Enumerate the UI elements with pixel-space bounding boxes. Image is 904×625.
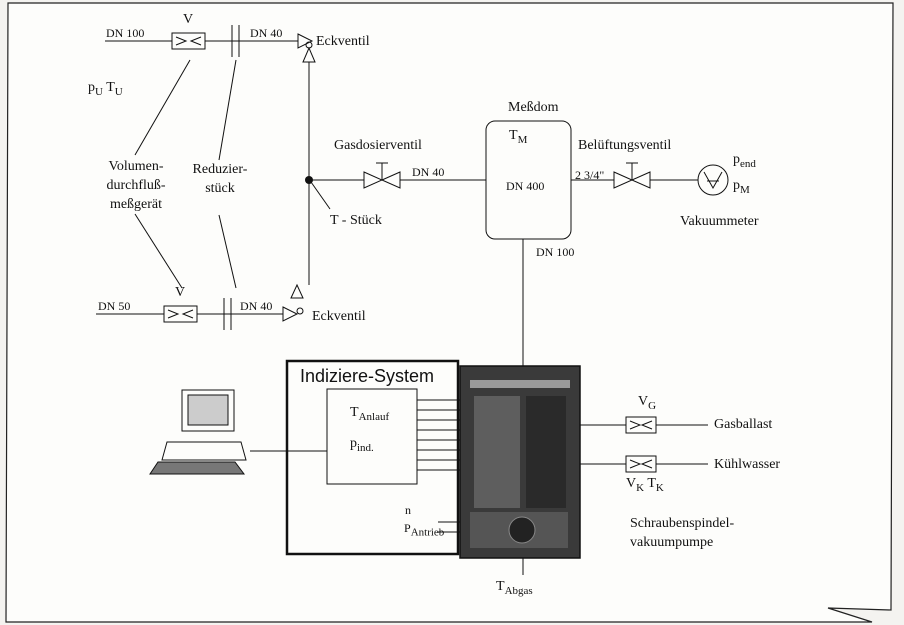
reducer-label: Reduzier- stück [192, 162, 248, 196]
label-dn40-top: DN 40 [250, 26, 283, 40]
cooling-label: Kühlwasser [714, 457, 781, 472]
dosing-valve-size: DN 40 [412, 165, 445, 179]
vent-valve-size: 2 3/4" [575, 168, 605, 182]
dome-label: Meßdom [508, 100, 559, 115]
keyboard-icon [149, 461, 245, 475]
flowmeter-label: Volumen- durchfluß- meßgerät [106, 159, 166, 212]
cooling-sym: VK TK [626, 476, 664, 494]
indicator-p-ind: pind. [350, 436, 374, 454]
label-corner-valve-top: Eckventil [316, 34, 370, 49]
indicator-module [326, 388, 418, 485]
dome-size: DN 400 [506, 179, 545, 193]
computer-base-icon [161, 441, 247, 461]
vacuum-gauge-needle [703, 171, 723, 190]
corner-valve-top-stem [305, 41, 313, 49]
gas-ballast-label: Gasballast [714, 417, 773, 432]
computer-monitor-icon [181, 389, 235, 432]
indicator-system-title: Indiziere-System [300, 366, 435, 386]
dome-outlet: DN 100 [536, 245, 575, 259]
paper-sheet [5, 2, 894, 623]
indicator-t-anlauf: TAnlauf [350, 405, 390, 423]
label-corner-valve-bottom: Eckventil [312, 309, 366, 324]
indicator-n: n [405, 503, 411, 517]
exhaust-temp: TAbgas [496, 579, 533, 597]
gauge-p-end: pend [733, 152, 756, 170]
corner-valve-top-icon [297, 33, 314, 49]
ambient-label: pU TU [88, 80, 123, 98]
vacuum-gauge-icon [697, 164, 729, 196]
label-dn40-bottom: DN 40 [240, 299, 273, 313]
flow-sym-top: V [183, 12, 194, 27]
corner-valve-bottom-icon-b [290, 283, 304, 299]
indicator-system-box [285, 359, 460, 556]
vent-valve-label: Belüftungsventil [578, 138, 672, 153]
flowmeter-top-icon-inner [175, 36, 202, 46]
label-dn100-top: DN 100 [106, 26, 145, 40]
gauge-label: Vakuummeter [680, 214, 759, 229]
dosing-valve-label: Gasdosierventil [334, 138, 422, 153]
pump-label: Schraubenspindel- vakuumpumpe [630, 516, 735, 550]
flowmeter-bottom-icon-inner [167, 309, 194, 319]
corner-valve-bottom-icon [282, 306, 299, 322]
dome-temp: TM [509, 128, 528, 146]
tee-junction [305, 176, 313, 184]
gauge-p-m: pM [733, 178, 750, 196]
gas-ballast-sym: VG [638, 394, 657, 412]
tee-label: T - Stück [330, 213, 382, 228]
indicator-p-antrieb: PAntrieb [404, 521, 445, 539]
flow-sym-bottom: V [175, 285, 186, 300]
label-dn50: DN 50 [98, 299, 131, 313]
